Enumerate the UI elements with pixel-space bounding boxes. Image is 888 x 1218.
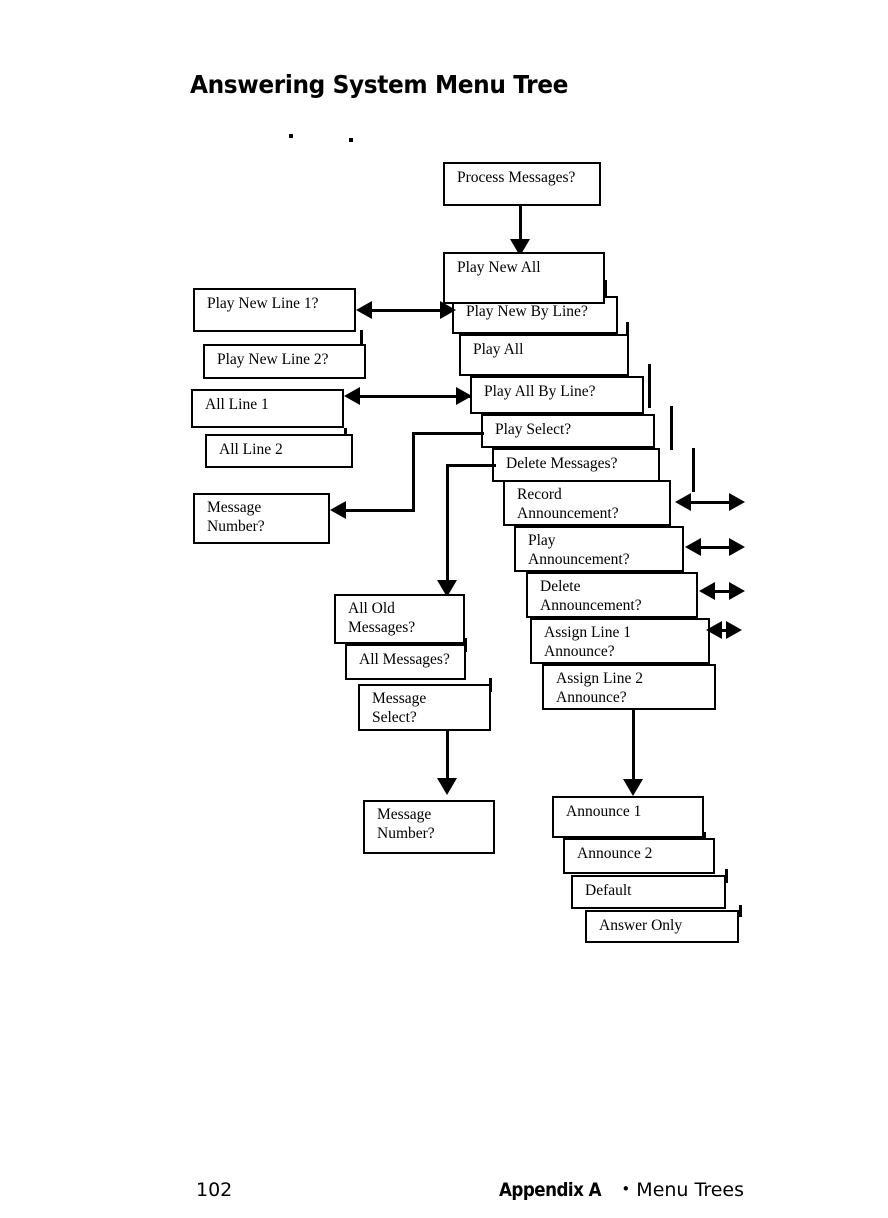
connector-line — [689, 501, 737, 504]
arrow-right-icon — [440, 301, 456, 319]
node-delete-messages[interactable]: Delete Messages? — [492, 448, 660, 482]
footer-page-number: 102 — [196, 1179, 233, 1201]
connector-line — [446, 731, 449, 781]
cascade-edge — [360, 330, 363, 346]
arrow-right-icon — [729, 493, 745, 511]
page-title: Answering System Menu Tree — [190, 70, 569, 99]
node-play-new-all[interactable]: Play New All — [443, 252, 605, 304]
arrow-down-icon — [437, 778, 457, 795]
ink-dot — [289, 134, 293, 138]
arrow-left-icon — [330, 501, 346, 519]
arrow-down-icon — [623, 779, 643, 796]
connector-line — [713, 590, 737, 593]
arrow-left-icon — [706, 621, 722, 639]
cascade-edge — [739, 905, 742, 917]
arrow-left-icon — [675, 493, 691, 511]
arrow-left-icon — [344, 387, 360, 405]
footer-appendix-label: Appendix A — [499, 1179, 602, 1201]
arrow-right-icon — [729, 582, 745, 600]
node-process-messages[interactable]: Process Messages? — [443, 162, 601, 206]
node-assign-line-1-announce[interactable]: Assign Line 1 Announce? — [530, 618, 710, 664]
cascade-edge — [692, 448, 695, 492]
cascade-edge — [725, 869, 728, 883]
node-play-new-line-1[interactable]: Play New Line 1? — [193, 288, 356, 332]
node-play-new-line-2[interactable]: Play New Line 2? — [203, 344, 366, 379]
connector-line — [632, 710, 635, 782]
connector-line — [412, 432, 415, 512]
node-delete-announcement[interactable]: Delete Announcement? — [526, 572, 698, 618]
cascade-edge — [648, 364, 651, 408]
node-answer-only[interactable]: Answer Only — [585, 910, 739, 943]
connector-line — [358, 395, 470, 398]
connector-line — [344, 509, 415, 512]
node-play-all[interactable]: Play All — [459, 334, 629, 376]
node-message-number-bottom[interactable]: Message Number? — [363, 800, 495, 854]
node-record-announcement[interactable]: Record Announcement? — [503, 480, 671, 526]
connector-line — [446, 464, 449, 584]
arrow-right-icon — [456, 387, 472, 405]
ink-dot — [349, 138, 353, 142]
connector-line — [370, 309, 452, 312]
footer-section-label: Menu Trees — [636, 1179, 744, 1201]
arrow-left-icon — [699, 582, 715, 600]
node-all-line-1[interactable]: All Line 1 — [191, 389, 344, 428]
arrow-right-icon — [726, 621, 742, 639]
arrow-left-icon — [356, 301, 372, 319]
node-all-old-messages[interactable]: All Old Messages? — [334, 594, 465, 644]
connector-line — [412, 432, 484, 435]
node-all-messages[interactable]: All Messages? — [345, 644, 466, 680]
arrow-down-icon — [510, 239, 530, 256]
connector-line — [446, 464, 496, 467]
cascade-edge — [670, 406, 673, 450]
node-play-announcement[interactable]: Play Announcement? — [514, 526, 684, 572]
arrow-left-icon — [685, 538, 701, 556]
node-all-line-2[interactable]: All Line 2 — [205, 434, 353, 468]
node-assign-line-2-announce[interactable]: Assign Line 2 Announce? — [542, 664, 716, 710]
node-announce-2[interactable]: Announce 2 — [563, 838, 715, 874]
node-default[interactable]: Default — [571, 875, 726, 909]
connector-line — [699, 546, 737, 549]
connector-line — [519, 206, 522, 242]
footer-section: Appendix A • Menu Trees — [499, 1179, 744, 1201]
node-play-select[interactable]: Play Select? — [481, 414, 655, 448]
node-message-number-left[interactable]: Message Number? — [193, 493, 330, 544]
arrow-right-icon — [729, 538, 745, 556]
node-message-select[interactable]: Message Select? — [358, 684, 491, 731]
node-play-all-by-line[interactable]: Play All By Line? — [470, 376, 644, 414]
arrow-down-icon — [437, 580, 457, 597]
bullet-icon: • — [621, 1180, 631, 1198]
node-announce-1[interactable]: Announce 1 — [552, 796, 704, 838]
